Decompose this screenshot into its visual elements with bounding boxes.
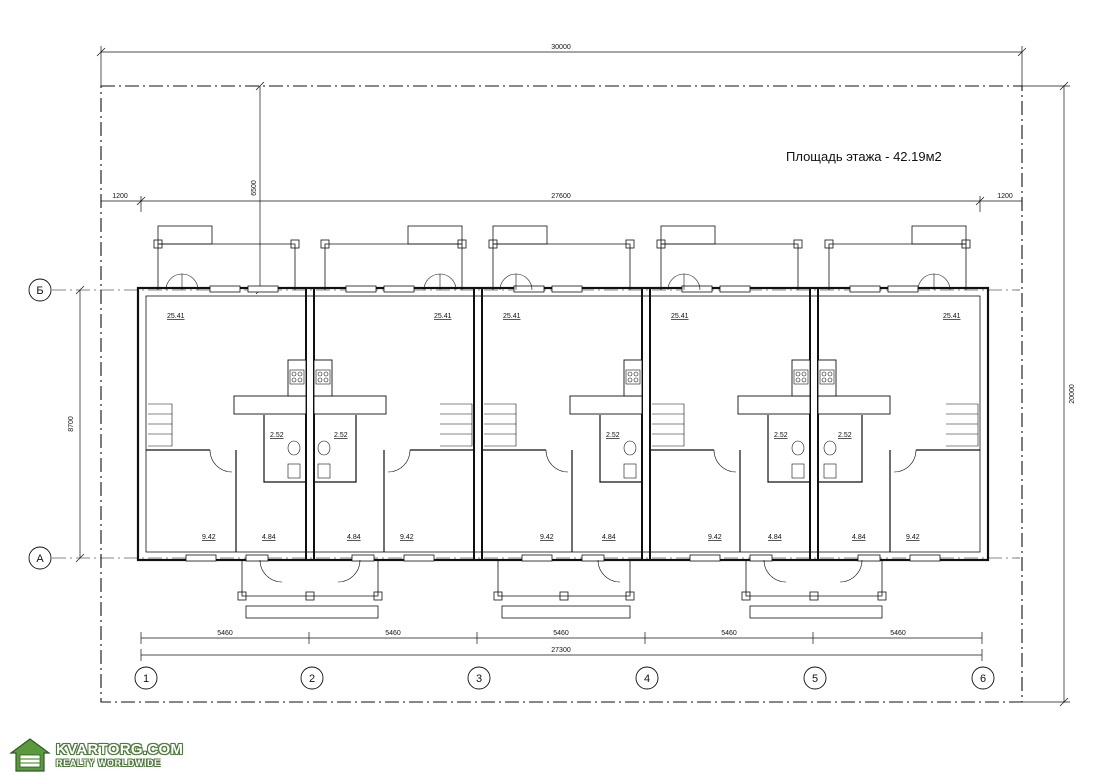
unit-1-bedroom-area: 9.42 bbox=[202, 534, 216, 541]
unit-3-bath-area: 2.52 bbox=[606, 432, 620, 439]
unit-4-bath-area: 2.52 bbox=[774, 432, 788, 439]
floor-area-title: Площадь этажа - 42.19м2 bbox=[786, 149, 942, 164]
house-logo-icon bbox=[9, 738, 51, 772]
unit-2-living-area: 25.41 bbox=[434, 313, 452, 320]
unit-1-bath-area: 2.52 bbox=[270, 432, 284, 439]
windows-top bbox=[209, 285, 919, 293]
grid-label-6: 6 bbox=[980, 673, 986, 685]
unit-4-bedroom-area: 9.42 bbox=[708, 534, 722, 541]
unit-2-bedroom-area: 9.42 bbox=[400, 534, 414, 541]
unit-3-bedroom-area: 9.42 bbox=[540, 534, 554, 541]
dim-overall-width bbox=[96, 46, 1027, 86]
unit-5-bath-area: 2.52 bbox=[838, 432, 852, 439]
dim-unit-1: 5460 bbox=[217, 630, 233, 637]
dim-overall-height bbox=[1022, 81, 1070, 707]
grid-bubble-a bbox=[28, 546, 52, 570]
unit-2-hall-area: 4.84 bbox=[347, 534, 361, 541]
unit-1-living-area: 25.41 bbox=[167, 313, 185, 320]
interior-partitions bbox=[146, 415, 980, 552]
grid-label-2: 2 bbox=[309, 673, 315, 685]
watermark-brand: KVARTORG.COM bbox=[56, 741, 184, 758]
unit-5-bedroom-area: 9.42 bbox=[906, 534, 920, 541]
dim-unit-3: 5460 bbox=[553, 630, 569, 637]
lot-boundary bbox=[100, 85, 1023, 703]
unit-5-hall-area: 4.84 bbox=[852, 534, 866, 541]
terraces-top bbox=[153, 225, 971, 290]
dim-inner-width-label: 27600 bbox=[551, 193, 571, 200]
unit-3-hall-area: 4.84 bbox=[602, 534, 616, 541]
dim-setback-label: 6500 bbox=[251, 180, 258, 196]
grid-label-1: 1 bbox=[143, 673, 149, 685]
unit-1-hall-area: 4.84 bbox=[262, 534, 276, 541]
grid-bubbles-vertical bbox=[134, 666, 995, 690]
watermark-tagline: REALTY WORLDWIDE bbox=[56, 758, 161, 768]
dim-overall-height-label: 20000 bbox=[1069, 384, 1076, 404]
dim-unit-chain bbox=[140, 632, 983, 661]
dim-unit-2: 5460 bbox=[385, 630, 401, 637]
dim-overall-width-label: 30000 bbox=[551, 44, 571, 51]
grid-label-3: 3 bbox=[476, 673, 482, 685]
unit-5-living-area: 25.41 bbox=[943, 313, 961, 320]
watermark: KVARTORG.COM REALTY WORLDWIDE bbox=[8, 737, 183, 773]
unit-4-living-area: 25.41 bbox=[671, 313, 689, 320]
dim-left-offset-label: 1200 bbox=[112, 193, 128, 200]
stairs bbox=[148, 403, 979, 447]
grid-label-b: Б bbox=[36, 285, 43, 297]
grid-label-5: 5 bbox=[812, 673, 818, 685]
grid-label-a: А bbox=[36, 553, 44, 565]
unit-2-bath-area: 2.52 bbox=[334, 432, 348, 439]
grid-lines-horizontal bbox=[52, 289, 1020, 559]
dim-unit-4: 5460 bbox=[721, 630, 737, 637]
grid-label-4: 4 bbox=[644, 673, 650, 685]
door-swings bbox=[165, 273, 951, 583]
windows-bottom bbox=[185, 554, 941, 562]
dim-unit-5: 5460 bbox=[890, 630, 906, 637]
toilet-icons bbox=[287, 440, 837, 479]
terraces-bottom bbox=[237, 560, 887, 619]
dim-total-building: 27300 bbox=[551, 647, 571, 654]
unit-3-living-area: 25.41 bbox=[503, 313, 521, 320]
dim-right-offset-label: 1200 bbox=[997, 193, 1013, 200]
grid-bubble-b bbox=[28, 278, 52, 302]
dim-inner-width bbox=[101, 196, 1022, 212]
cooktop-icons bbox=[289, 369, 835, 385]
unit-4-hall-area: 4.84 bbox=[768, 534, 782, 541]
building-walls bbox=[136, 286, 990, 562]
dim-building-depth bbox=[75, 285, 85, 563]
dim-building-depth-label: 8700 bbox=[68, 416, 75, 432]
kitchen-counters bbox=[233, 359, 891, 415]
